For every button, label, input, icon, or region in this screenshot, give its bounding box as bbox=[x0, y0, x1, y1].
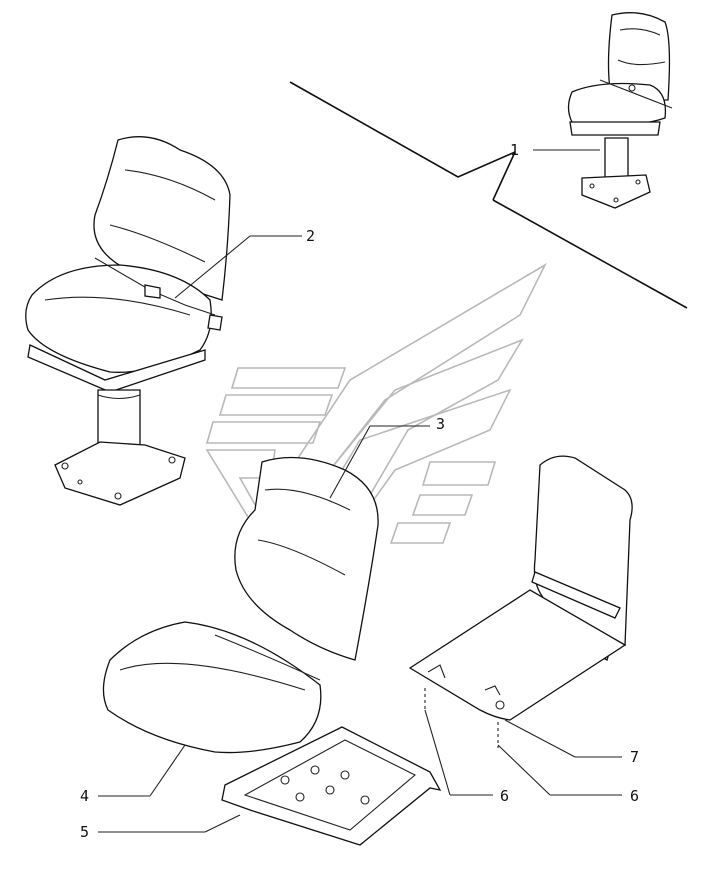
callout-4: 4 bbox=[80, 787, 90, 805]
callout-1: 1 bbox=[510, 141, 520, 159]
callout-7: 7 bbox=[630, 748, 640, 766]
callout-6-right: 6 bbox=[630, 787, 640, 805]
callout-3: 3 bbox=[436, 415, 446, 433]
callout-6-left: 6 bbox=[500, 787, 510, 805]
small-seat-assembly bbox=[567, 12, 673, 209]
assembly-bracket-line bbox=[289, 81, 688, 309]
large-seat-assembly bbox=[25, 136, 231, 506]
backrest-cushion bbox=[234, 456, 379, 661]
seat-cushion bbox=[102, 621, 322, 754]
seat-pan bbox=[221, 726, 442, 846]
callout-5: 5 bbox=[80, 823, 90, 841]
callout-2: 2 bbox=[306, 227, 316, 245]
seat-frame bbox=[408, 455, 633, 721]
leader-lines bbox=[98, 149, 622, 833]
